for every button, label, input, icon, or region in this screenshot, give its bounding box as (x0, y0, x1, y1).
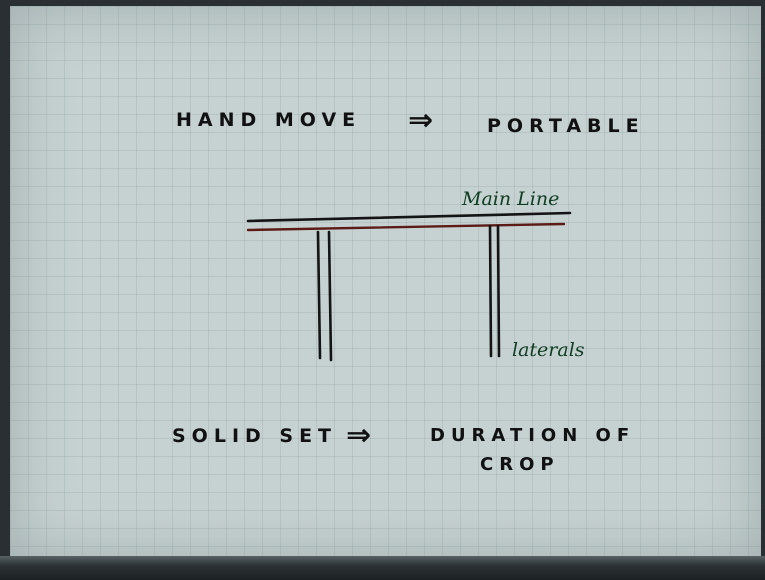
main-line-label: Main Line (461, 188, 559, 210)
lateral-2-right (496, 224, 501, 358)
lateral-1-left (316, 230, 322, 360)
solid-set-text: SOLID SET (172, 425, 337, 447)
bottom-edge (0, 556, 765, 580)
portable-text: PORTABLE (487, 115, 645, 137)
crop-text: CROP (480, 454, 560, 475)
main-line-upper (246, 211, 572, 223)
grid-paper (10, 6, 761, 560)
lateral-2-left (488, 224, 493, 358)
arrow-icon: ⇒ (408, 103, 439, 138)
laterals-label: laterals (512, 339, 585, 361)
main-line-lower (246, 222, 566, 232)
hand-move-text: HAND MOVE (176, 109, 361, 131)
arrow-icon: ⇒ (346, 418, 377, 453)
lateral-1-right (327, 230, 333, 362)
duration-of-text: DURATION OF (430, 425, 635, 446)
